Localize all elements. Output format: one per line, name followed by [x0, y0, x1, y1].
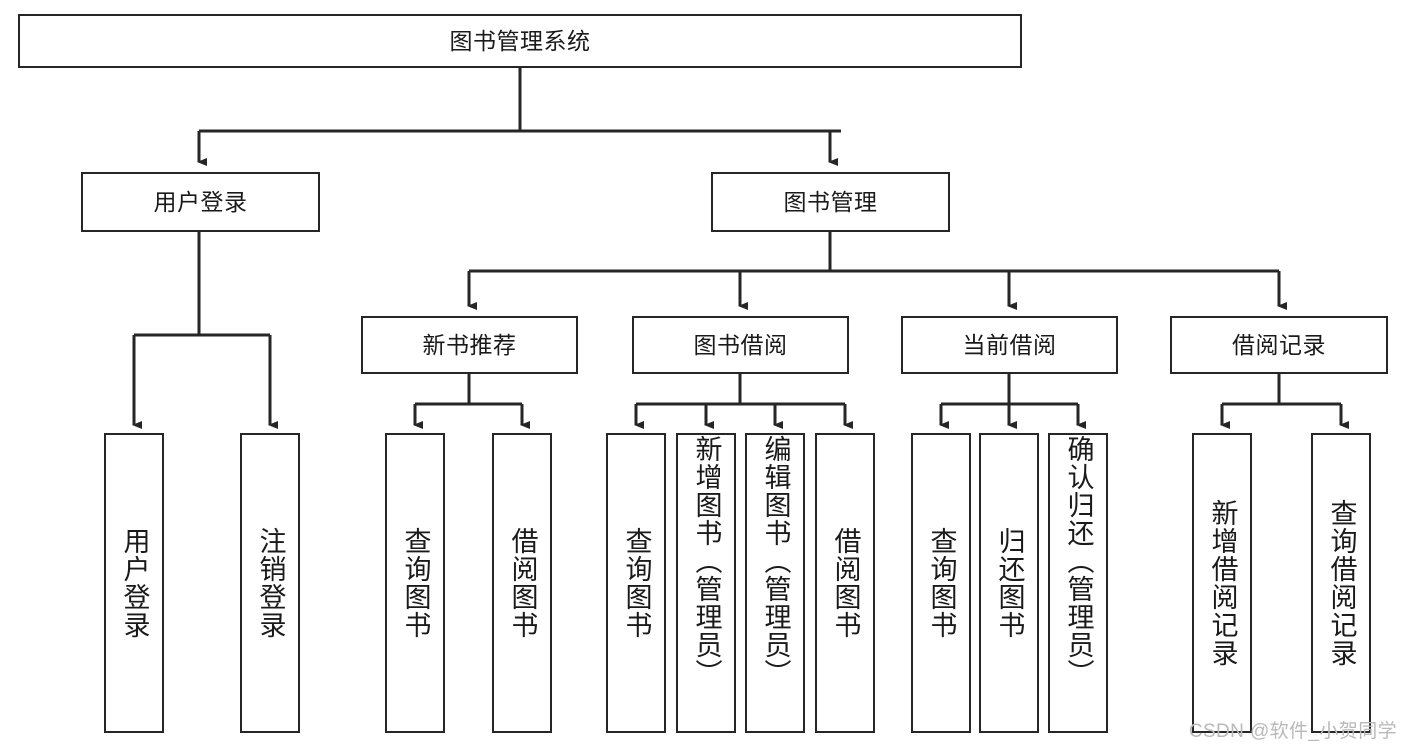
node-leaf-query-book-1[interactable]: 查询图书: [385, 433, 445, 733]
node-leaf-confirm-return-label: 确认归还（管理员）: [1063, 435, 1094, 687]
node-leaf-return-book-label: 归还图书: [994, 527, 1025, 639]
node-leaf-query-book-3[interactable]: 查询图书: [911, 433, 971, 733]
node-book-manage[interactable]: 图书管理: [711, 172, 950, 232]
node-leaf-user-login-label: 用户登录: [119, 527, 150, 639]
node-leaf-query-book-1-label: 查询图书: [400, 527, 431, 639]
node-borrow-record-label: 借阅记录: [1232, 331, 1326, 358]
node-leaf-add-record[interactable]: 新增借阅记录: [1192, 433, 1252, 733]
node-leaf-borrow-book-1-label: 借阅图书: [507, 527, 538, 639]
node-borrow-record[interactable]: 借阅记录: [1170, 316, 1388, 374]
node-leaf-query-record[interactable]: 查询借阅记录: [1311, 433, 1371, 733]
node-current-borrow-label: 当前借阅: [962, 331, 1057, 358]
node-leaf-query-book-3-label: 查询图书: [926, 527, 957, 639]
node-leaf-user-login[interactable]: 用户登录: [104, 433, 164, 733]
node-leaf-borrow-book-1[interactable]: 借阅图书: [492, 433, 552, 733]
node-leaf-logout-login-label: 注销登录: [255, 527, 286, 639]
node-leaf-add-book-label: 新增图书（管理员）: [691, 435, 722, 687]
node-leaf-query-record-label: 查询借阅记录: [1326, 499, 1357, 667]
node-root-label: 图书管理系统: [449, 27, 591, 54]
watermark-text: CSDN @软件_小贺同学: [1188, 721, 1397, 742]
node-leaf-edit-book-label: 编辑图书（管理员）: [760, 435, 791, 687]
node-current-borrow[interactable]: 当前借阅: [901, 316, 1118, 374]
node-book-borrow[interactable]: 图书借阅: [632, 316, 849, 374]
node-leaf-add-record-label: 新增借阅记录: [1207, 499, 1238, 667]
node-leaf-edit-book[interactable]: 编辑图书（管理员）: [745, 433, 805, 733]
node-book-manage-label: 图书管理: [783, 188, 878, 215]
node-root[interactable]: 图书管理系统: [18, 14, 1022, 68]
node-new-book-recommend[interactable]: 新书推荐: [361, 316, 578, 374]
node-user-login-label: 用户登录: [153, 188, 248, 215]
node-leaf-query-book-2[interactable]: 查询图书: [606, 433, 666, 733]
node-leaf-borrow-book-2-label: 借阅图书: [830, 527, 861, 639]
node-leaf-borrow-book-2[interactable]: 借阅图书: [815, 433, 875, 733]
node-leaf-return-book[interactable]: 归还图书: [979, 433, 1039, 733]
node-book-borrow-label: 图书借阅: [693, 331, 788, 358]
node-new-book-recommend-label: 新书推荐: [422, 331, 517, 358]
node-leaf-confirm-return[interactable]: 确认归还（管理员）: [1048, 433, 1108, 733]
node-leaf-logout-login[interactable]: 注销登录: [240, 433, 300, 733]
node-leaf-add-book[interactable]: 新增图书（管理员）: [676, 433, 736, 733]
node-leaf-query-book-2-label: 查询图书: [621, 527, 652, 639]
node-user-login[interactable]: 用户登录: [81, 172, 320, 232]
